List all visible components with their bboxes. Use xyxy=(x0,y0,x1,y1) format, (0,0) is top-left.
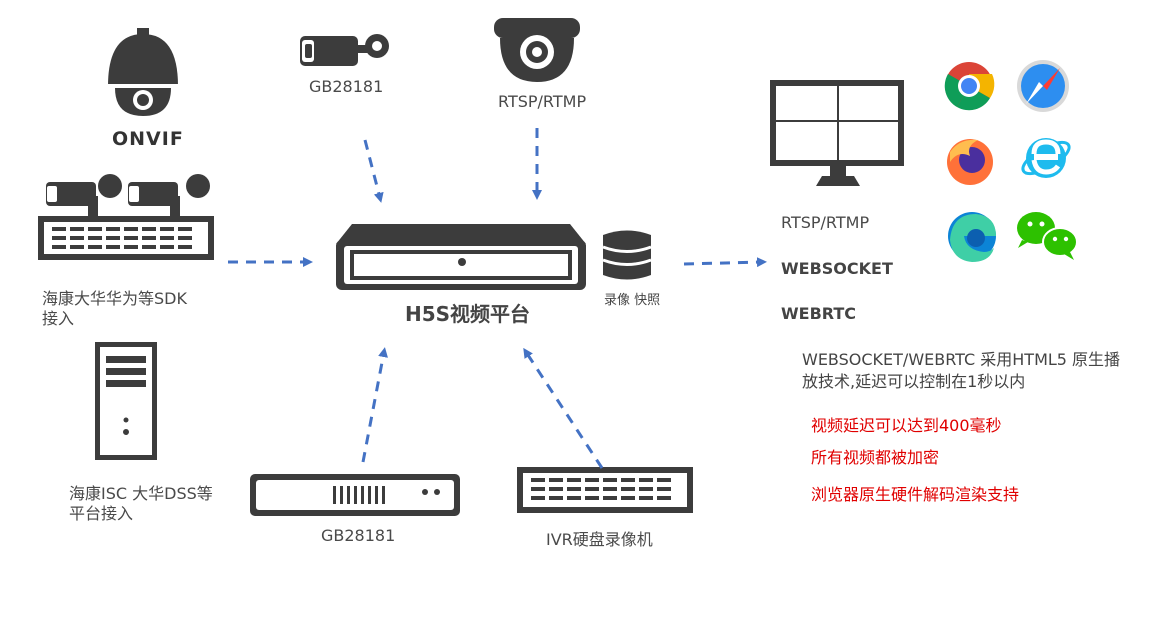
sdk-cameras-nvr-icon xyxy=(38,174,214,260)
arrow-gb-to-platform xyxy=(363,139,384,203)
arrow-gbnvr-to-platform xyxy=(361,347,388,463)
onvif-logo: ONVIF xyxy=(112,128,184,150)
label-gb28181-bottom: GB28181 xyxy=(321,526,396,545)
label-isc-line1: 海康ISC 大华DSS等 xyxy=(69,484,213,503)
chrome-icon xyxy=(944,62,995,111)
safari-icon xyxy=(1017,60,1069,112)
h5s-server-icon xyxy=(336,224,586,290)
feature-hw-decoding: 浏览器原生硬件解码渲染支持 xyxy=(811,485,1020,504)
bullet-camera-icon xyxy=(300,34,389,66)
label-ivr: IVR硬盘录像机 xyxy=(546,530,653,549)
ivr-recorder-icon xyxy=(517,467,693,513)
feature-encryption: 所有视频都被加密 xyxy=(811,448,940,467)
wechat-icon xyxy=(1017,212,1078,260)
output-websocket: WEBSOCKET xyxy=(781,259,893,278)
arrow-platform-to-clients xyxy=(683,257,767,268)
description-text: WEBSOCKET/WEBRTC 采用HTML5 原生播放技术,延迟可以控制在1… xyxy=(802,350,1121,391)
platform-title: H5S视频平台 xyxy=(405,302,531,326)
arrow-ivr-to-platform xyxy=(523,347,604,469)
output-rtsp: RTSP/RTMP xyxy=(781,213,870,232)
ptz-dome-camera-icon xyxy=(108,28,178,116)
database-icon xyxy=(602,230,652,280)
label-isc-line2: 平台接入 xyxy=(69,504,134,523)
edge-icon xyxy=(948,212,996,262)
gb28181-nvr-icon xyxy=(250,474,460,516)
output-webrtc: WEBRTC xyxy=(781,304,857,323)
label-sdk-line2: 接入 xyxy=(42,309,75,328)
label-storage: 录像 快照 xyxy=(604,293,661,308)
video-wall-monitor-icon xyxy=(770,80,904,186)
label-rtsp-top: RTSP/RTMP xyxy=(498,92,587,111)
firefox-icon xyxy=(947,139,993,185)
ie-icon xyxy=(1021,138,1071,178)
server-tower-icon xyxy=(95,342,157,460)
dome-camera-icon xyxy=(494,18,580,82)
feature-latency: 视频延迟可以达到400毫秒 xyxy=(811,416,1002,435)
flow-arrows xyxy=(228,128,767,469)
label-gb28181-top: GB28181 xyxy=(309,77,384,96)
label-sdk-line1: 海康大华华为等SDK xyxy=(42,289,187,308)
